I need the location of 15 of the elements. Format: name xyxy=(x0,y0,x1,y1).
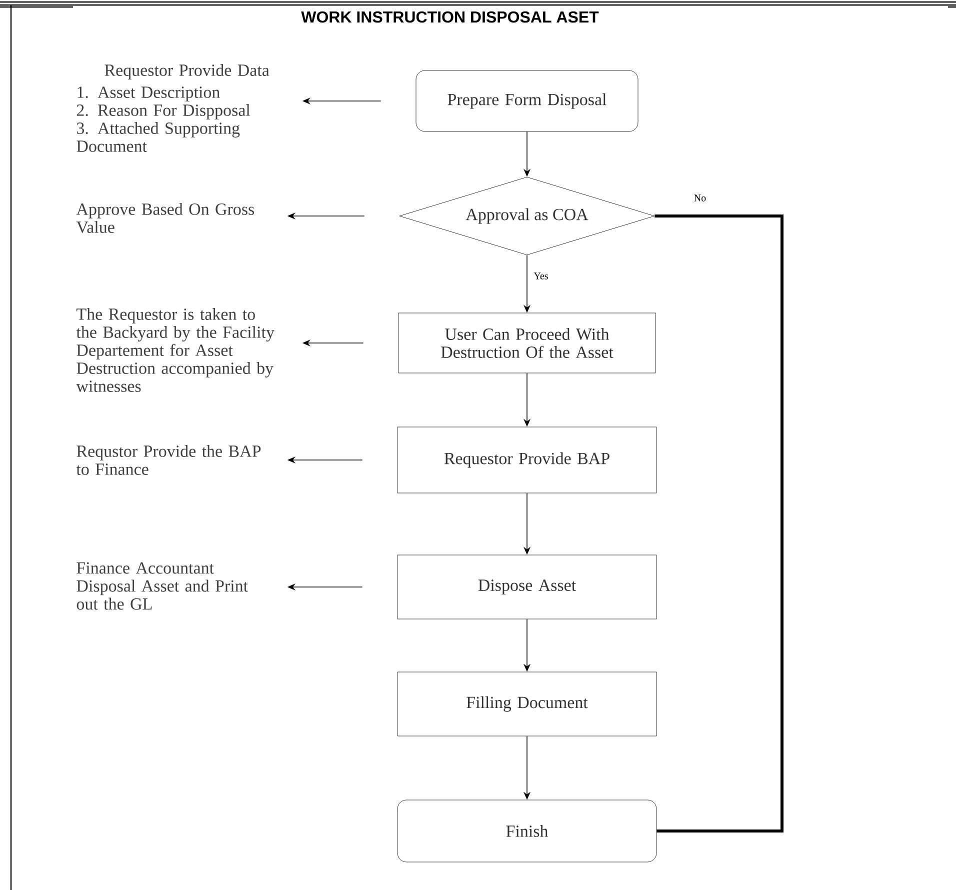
note-text: Requstor Provide the BAP to Finance xyxy=(76,445,261,475)
process-box: Requestor Provide BAP xyxy=(397,426,657,494)
terminal-box: Prepare Form Disposal xyxy=(416,70,638,132)
edge-label: Yes xyxy=(534,272,548,280)
note-text: Finance Accountant Disposal Asset and Print out the GL xyxy=(76,562,248,610)
title: WORK INSTRUCTION DISPOSAL ASET xyxy=(301,11,599,23)
process-box: Dispose Asset xyxy=(397,554,657,620)
process-box: Filling Document xyxy=(397,672,657,736)
edge-label: No xyxy=(694,194,706,202)
note-text: Requestor Provide Data 1. Asset Description 2. Reason For Dispposal 3. Attached Supporting Document xyxy=(76,64,270,152)
terminal-box: Finish xyxy=(397,800,657,862)
process-box: User Can Proceed With Destruction Of the Asset xyxy=(398,312,656,374)
note-text: Approve Based On Gross Value xyxy=(76,202,254,234)
note-text: The Requestor is taken to the Backyard by the Facility Departement for Asset Destruction accompanied by witnesses xyxy=(76,308,274,392)
connector-line xyxy=(654,214,784,832)
